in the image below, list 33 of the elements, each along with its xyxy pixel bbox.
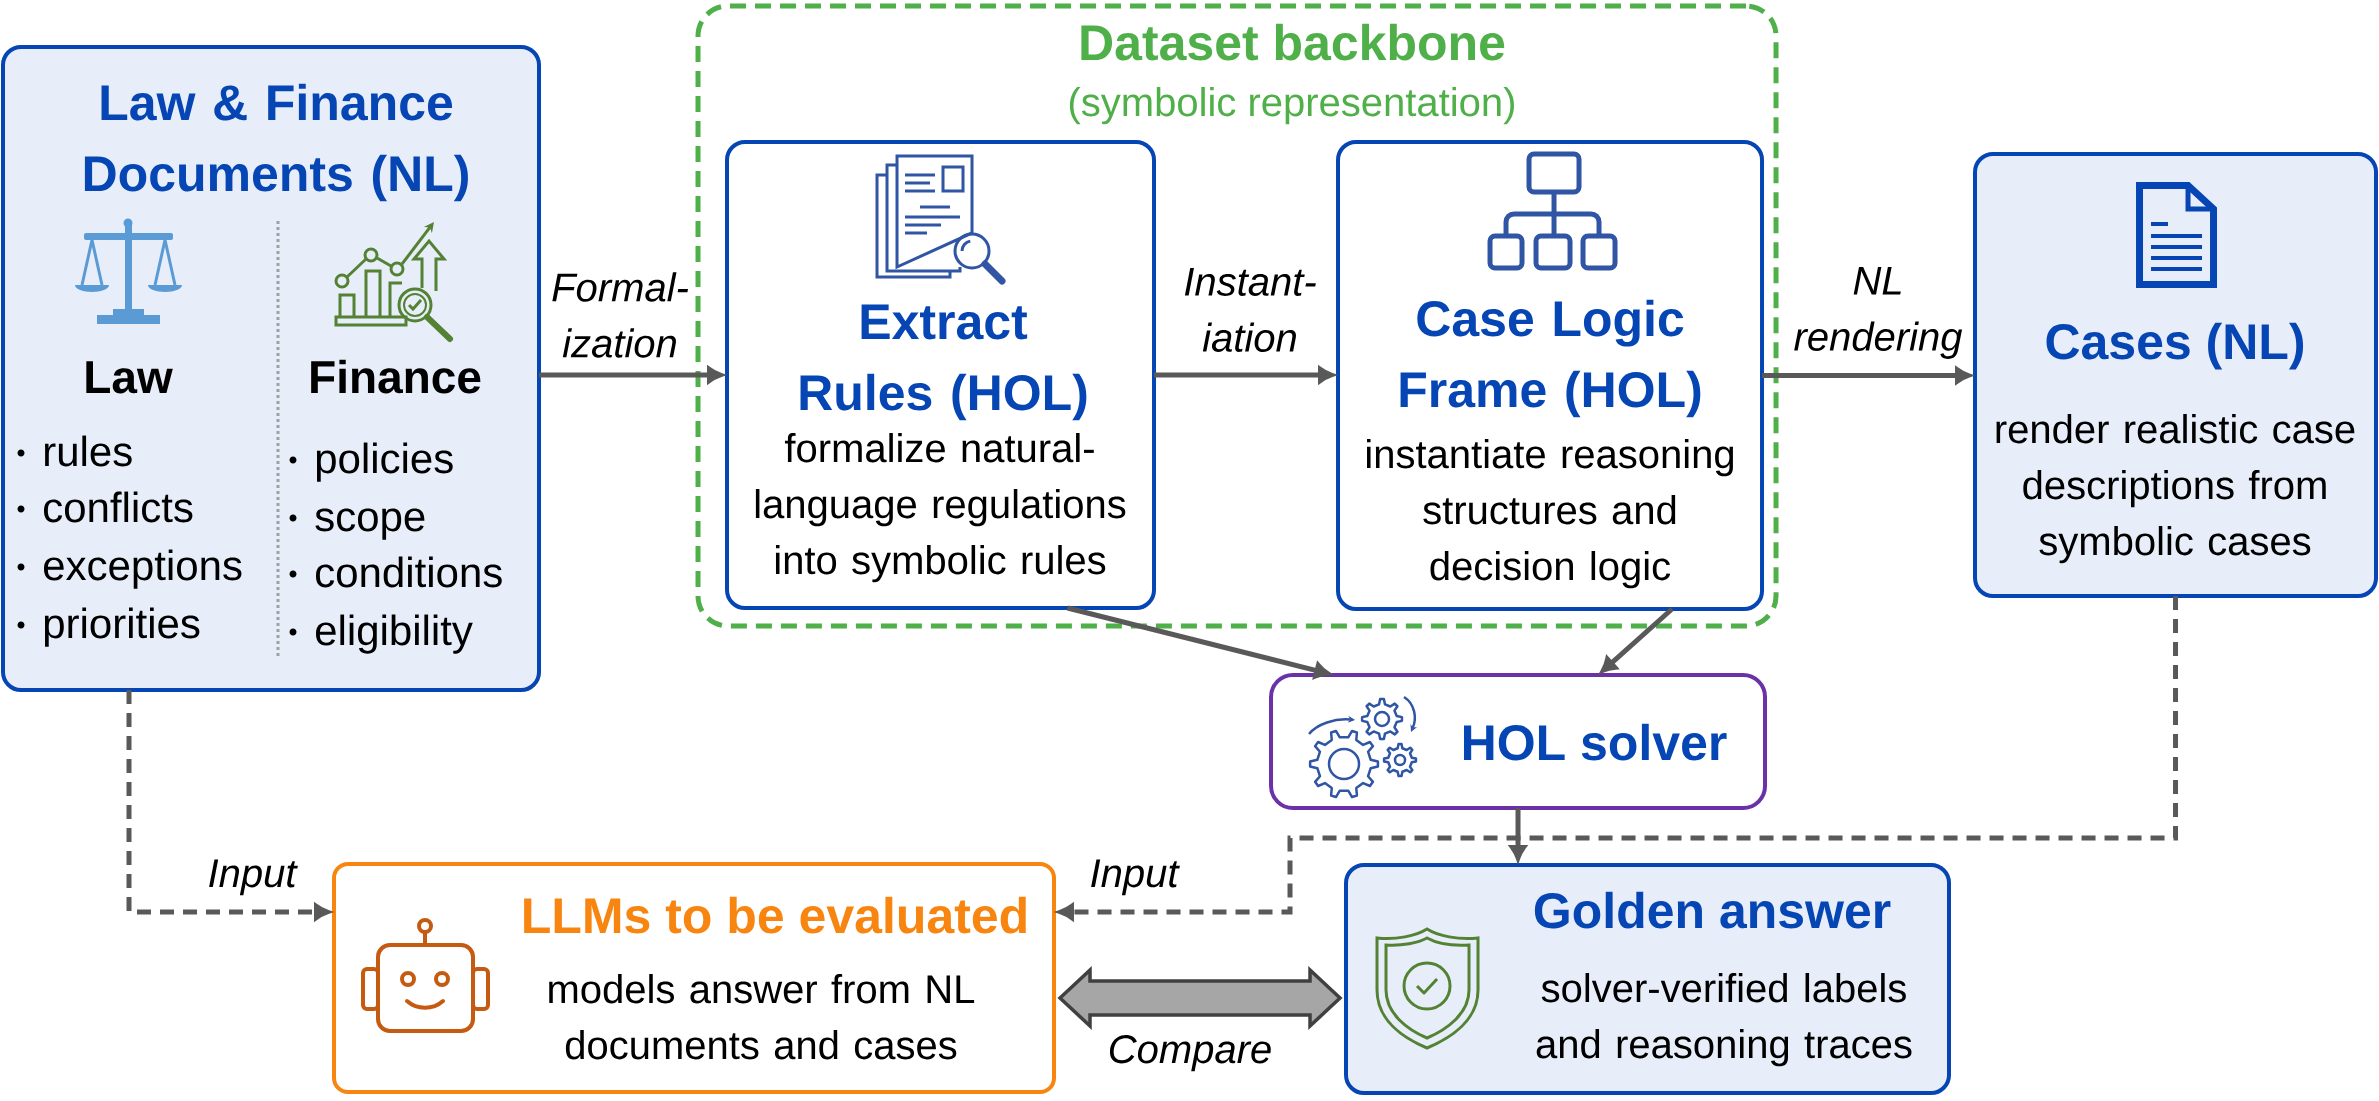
process-box	[1336, 140, 1764, 611]
process-box	[332, 862, 1056, 1094]
description: solver-verified labels and reasoning traces	[1536, 973, 1912, 1067]
edge-label: Formal- ization	[552, 272, 688, 358]
process-box	[1344, 863, 1951, 1095]
process-box	[725, 140, 1156, 610]
list-item: exceptions	[44, 549, 242, 589]
column-heading: Finance	[311, 359, 481, 394]
description: models answer from NL documents and cases	[549, 974, 975, 1060]
heading: Dataset backbone	[1081, 23, 1505, 61]
list-item: priorities	[44, 607, 200, 647]
column-heading: Law	[86, 361, 173, 394]
edge-label: Instant- iation	[1184, 268, 1316, 352]
heading: Case Logic Frame (HOL)	[1400, 299, 1701, 418]
list-item: eligibility	[316, 614, 473, 654]
list-item: rules	[45, 435, 132, 467]
description: formalize natural- language regulations into symbolic rules	[755, 433, 1126, 583]
description: render realistic case descriptions from symbolic cases	[1996, 414, 2355, 564]
process-box	[1973, 152, 2379, 598]
dashed-frame	[695, 3, 1779, 629]
heading: Cases (NL)	[2046, 322, 2304, 370]
heading: Extract Rules (HOL)	[800, 304, 1087, 421]
list-item: conflicts	[44, 491, 193, 523]
heading: Law & Finance Documents (NL)	[84, 83, 468, 202]
heading: LLMs to be evaluated	[524, 896, 1026, 934]
subheading: (symbolic representation)	[1069, 87, 1514, 125]
edge-label: Compare	[1109, 1035, 1271, 1072]
list-item: conditions	[316, 556, 502, 588]
description: instantiate reasoning structures and decision logic	[1367, 439, 1734, 589]
list-item: scope	[315, 508, 425, 540]
edge-label: NL rendering	[1794, 267, 1963, 359]
list-item: policies	[316, 442, 453, 482]
process-box	[1, 45, 541, 692]
